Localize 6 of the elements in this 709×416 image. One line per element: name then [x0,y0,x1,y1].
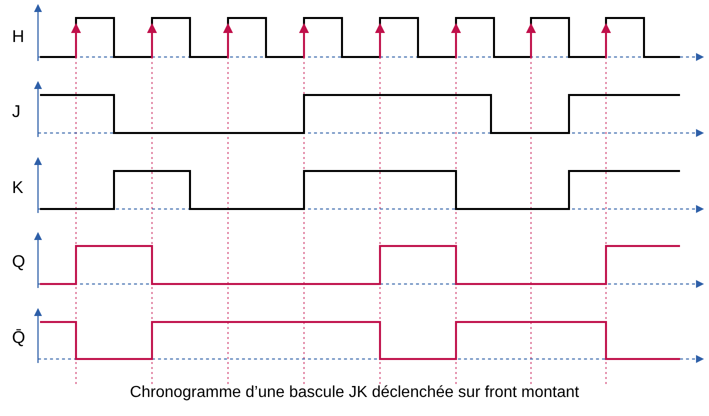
signal-label: H [12,28,24,45]
signal-label: K [12,179,24,196]
signal-label: Q̄ [12,329,26,346]
caption: Chronogramme d’une bascule JK déclenchée sur front montant [128,383,580,402]
signal-label: Q [12,253,26,270]
signal-label: J [12,103,20,120]
